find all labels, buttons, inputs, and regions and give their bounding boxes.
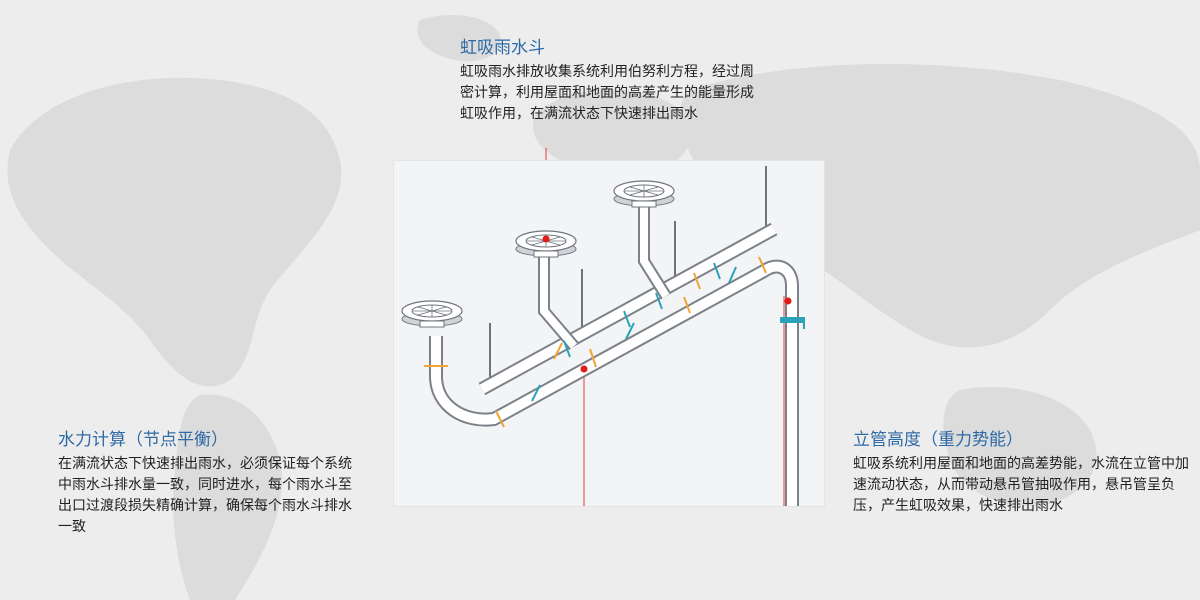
header-pipe xyxy=(478,222,778,396)
red-marker xyxy=(784,297,792,305)
branch-pipes xyxy=(538,206,672,350)
red-marker xyxy=(580,365,588,373)
roof-drain-icon xyxy=(401,300,463,328)
riser-clamp xyxy=(780,317,805,329)
riser-height-title: 立管高度（重力势能） xyxy=(853,430,1023,450)
riser-height-description: 立管高度（重力势能） 虹吸系统利用屋面和地面的高差势能，水流在立管中加速流动状态… xyxy=(853,428,1193,517)
riser-height-body: 虹吸系统利用屋面和地面的高差势能，水流在立管中加速流动状态，从而带动悬吊管抽吸作… xyxy=(853,456,1189,514)
red-marker xyxy=(542,235,550,243)
siphon-system-svg xyxy=(401,166,805,506)
hydraulic-calculation-body: 在满流状态下快速排出雨水，必须保证每个系统中雨水斗排水量一致，同时进水，每个雨水… xyxy=(58,456,352,535)
joint-bands xyxy=(424,256,767,428)
pipe-clamp-icon xyxy=(531,262,737,402)
main-pipe xyxy=(429,259,799,506)
hydraulic-calculation-description: 水力计算（节点平衡） 在满流状态下快速排出雨水，必须保证每个系统中雨水斗排水量一… xyxy=(58,428,363,538)
roof-drain-title: 虹吸雨水斗 xyxy=(460,38,545,58)
roof-drain-icon xyxy=(613,180,675,208)
roof-drain-body: 虹吸雨水排放收集系统利用伯努利方程，经过周密计算，利用屋面和地面的高差产生的能量… xyxy=(460,64,754,122)
roof-drain-description: 虹吸雨水斗 虹吸雨水排放收集系统利用伯努利方程，经过周密计算，利用屋面和地面的高… xyxy=(460,36,760,125)
hydraulic-calculation-title: 水力计算（节点平衡） xyxy=(58,430,228,450)
roof-drain-icon xyxy=(515,230,577,258)
siphon-system-diagram xyxy=(393,160,825,507)
hanger-rod-icon xyxy=(489,166,767,386)
